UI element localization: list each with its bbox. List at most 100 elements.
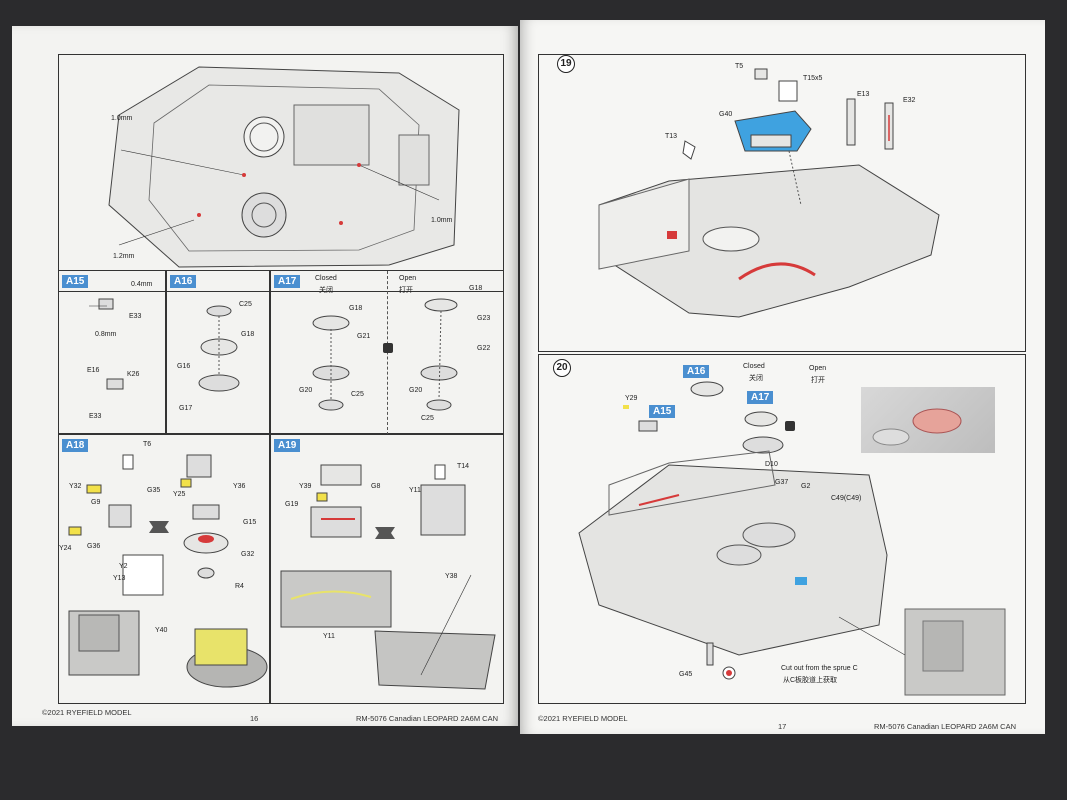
a16-label-2: G18 [241, 331, 255, 338]
step20-note-en: Cut out from the sprue C [781, 665, 858, 672]
step19-label-3: G40 [719, 111, 733, 118]
step20-label-5: C49(C49) [831, 495, 862, 502]
a17-closed-label-3: G20 [299, 387, 313, 394]
a19-badge: A19 [274, 439, 301, 452]
step19-drawing [598, 68, 940, 318]
a19-label-3: T14 [457, 463, 470, 470]
a16-label-4: G17 [179, 405, 193, 412]
step20-open-en: Open [809, 365, 827, 372]
left-page: 1.0mm 1.0mm 1.2mm A15 0.4mm E33 0.8mm E1… [12, 26, 518, 726]
a17-drawing [312, 298, 458, 411]
a18-label-10: G32 [241, 551, 255, 558]
step20-number: 20 [553, 359, 571, 377]
a19-label-2: G8 [371, 483, 381, 490]
a15-label-2: E33 [129, 313, 142, 320]
a19-label-7: Y38 [445, 573, 458, 580]
a15-drawing [89, 298, 124, 390]
step20-closed-zh: 关闭 [749, 375, 763, 382]
a18-label-2: Y32 [69, 483, 82, 490]
a15-label-4: E16 [87, 367, 100, 374]
a19-label-6: Y11 [323, 633, 335, 640]
a16-label-3: G16 [177, 363, 191, 370]
a18-label-9: G36 [87, 543, 101, 550]
a18-label-4: G35 [147, 487, 161, 494]
step20-label-1: Y29 [625, 395, 638, 402]
a18-label-14: Y40 [155, 627, 168, 634]
a15-panel: A15 0.4mm E33 0.8mm E16 K26 E33 [58, 270, 166, 434]
rotate-icon [383, 343, 393, 353]
a17-open-label-4: G20 [409, 387, 423, 394]
a17-closed-en: Closed [315, 275, 337, 282]
a18-panel: A18 T6 Y32 G9 G35 Y25 Y36 G15 Y24 G36 [58, 434, 270, 704]
a19-label-4: G19 [285, 501, 299, 508]
a18-label-7: G15 [243, 519, 257, 526]
a17-open-label-1: G18 [469, 285, 483, 292]
a17-closed-label-4: C25 [351, 391, 364, 398]
a18-label-11: Y2 [119, 563, 128, 570]
a18-label-8: Y24 [59, 545, 72, 552]
a16-drawing [198, 305, 240, 392]
a15-badge: A15 [62, 275, 89, 288]
a18-label-3: G9 [91, 499, 101, 506]
step20-label-4: G2 [801, 483, 811, 490]
right-kit-title: RM-5076 Canadian LEOPARD 2A6M CAN [874, 722, 1017, 731]
a15-label-1: 0.4mm [131, 281, 153, 288]
left-page-number: 16 [250, 714, 259, 723]
a19-label-1: Y39 [299, 483, 312, 490]
a18-drawing [68, 454, 268, 688]
a19-label-5: Y11 [409, 487, 421, 494]
a18-label-12: Y13 [113, 575, 126, 582]
step20-drawing [578, 381, 1006, 696]
step20-label-2: D10 [765, 461, 778, 468]
drill-label-3: 1.2mm [113, 253, 135, 260]
drill-label-1: 1.0mm [111, 115, 133, 122]
step19-label-5: E32 [903, 97, 916, 104]
a17-open-label-3: G22 [477, 345, 491, 352]
step20-badge-a17: A17 [747, 391, 774, 404]
a15-label-5: K26 [127, 371, 140, 378]
step19-number: 19 [557, 55, 575, 73]
rotate-icon [785, 421, 795, 431]
step20-closed-en: Closed [743, 363, 765, 370]
step19-label-6: T13 [665, 133, 678, 140]
a17-closed-label-2: G21 [357, 333, 371, 340]
a18-label-1: T6 [143, 441, 152, 448]
a18-badge: A18 [62, 439, 89, 452]
step20-label-3: G37 [775, 479, 789, 486]
a17-panel: A17 Closed 关闭 Open 打开 G18 G21 G20 C25 G1… [270, 270, 504, 435]
step19-panel: 19 T5 T15x5 G40 E13 E32 T13 [538, 54, 1026, 352]
step19-label-4: E13 [857, 91, 870, 98]
a17-badge: A17 [274, 275, 301, 288]
a19-drawing [280, 464, 496, 690]
turret-ring-photo [861, 387, 995, 453]
a15-label-3: 0.8mm [95, 331, 117, 338]
a17-open-en: Open [399, 275, 417, 282]
right-copyright: ©2021 RYEFIELD MODEL [538, 714, 628, 723]
step20-note-zh: 从C板胶道上获取 [783, 677, 838, 684]
a17-divider [387, 271, 388, 435]
step20-badge-a15: A15 [649, 405, 676, 418]
right-page: 19 T5 T15x5 G40 E13 E32 T13 20 A16 A15 A… [520, 20, 1045, 734]
a17-closed-zh: 关闭 [319, 287, 333, 294]
step19-label-2: T15x5 [803, 75, 823, 82]
a17-open-label-5: C25 [421, 415, 434, 422]
a19-panel: A19 Y39 G8 T14 G19 Y11 Y11 Y38 [270, 434, 504, 704]
a17-closed-label-1: G18 [349, 305, 363, 312]
a15-label-6: E33 [89, 413, 102, 420]
drill-label-2: 1.0mm [431, 217, 453, 224]
a18-label-5: Y25 [173, 491, 186, 498]
a16-label-1: C25 [239, 301, 252, 308]
step19-label-1: T5 [735, 63, 744, 70]
step20-badge-a16: A16 [683, 365, 710, 378]
a17-open-zh: 打开 [399, 287, 413, 294]
step20-open-zh: 打开 [811, 377, 825, 384]
left-copyright: ©2021 RYEFIELD MODEL [42, 708, 132, 717]
step20-panel: 20 A16 A15 A17 Closed 关闭 Open 打开 [538, 354, 1026, 704]
a16-badge: A16 [170, 275, 197, 288]
a18-label-6: Y36 [233, 483, 246, 490]
a18-label-13: R4 [235, 583, 244, 590]
a16-panel: A16 C25 G18 G16 G17 [166, 270, 270, 434]
step20-label-6: G45 [679, 671, 693, 678]
hull-top-panel: 1.0mm 1.0mm 1.2mm [58, 54, 504, 292]
hull-top-drawing [108, 66, 460, 268]
